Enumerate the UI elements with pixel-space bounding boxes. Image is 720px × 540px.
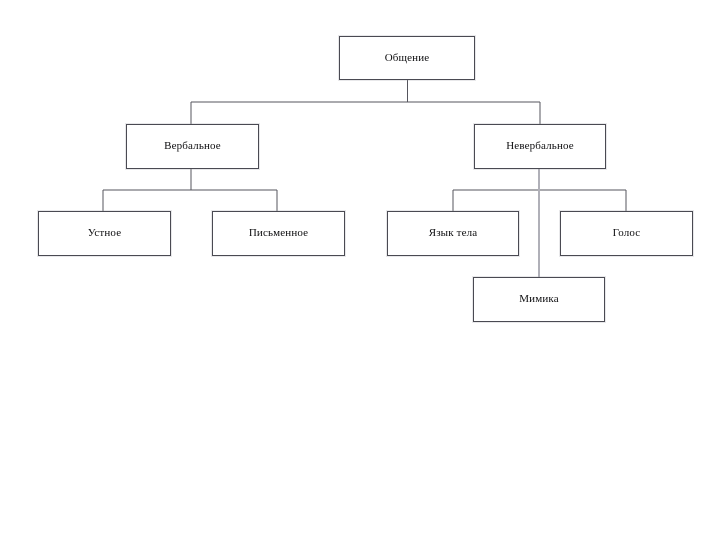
node-verbalnoe[interactable]: Вербальное (126, 124, 259, 169)
node-label: Вербальное (164, 140, 221, 152)
node-mimika[interactable]: Мимика (473, 277, 605, 322)
node-label: Общение (384, 51, 430, 64)
node-label: Язык тела (428, 227, 478, 239)
edge-verbal-to-children (102, 169, 278, 211)
node-pismennoe[interactable]: Письменное (212, 211, 345, 256)
node-label: Мимика (519, 293, 559, 305)
node-golos[interactable]: Голос (560, 211, 693, 256)
node-label: Устное (87, 227, 122, 239)
node-label: Письменное (248, 227, 309, 239)
node-ustnoe[interactable]: Устное (38, 211, 171, 256)
node-obshchenie[interactable]: Общение (339, 36, 475, 80)
node-yazyk-tela[interactable]: Язык тела (387, 211, 519, 256)
edge-root-to-level2 (190, 80, 541, 124)
node-label: Голос (612, 227, 641, 239)
node-label: Невербальное (506, 140, 574, 152)
node-neverbalnoe[interactable]: Невербальное (474, 124, 606, 169)
